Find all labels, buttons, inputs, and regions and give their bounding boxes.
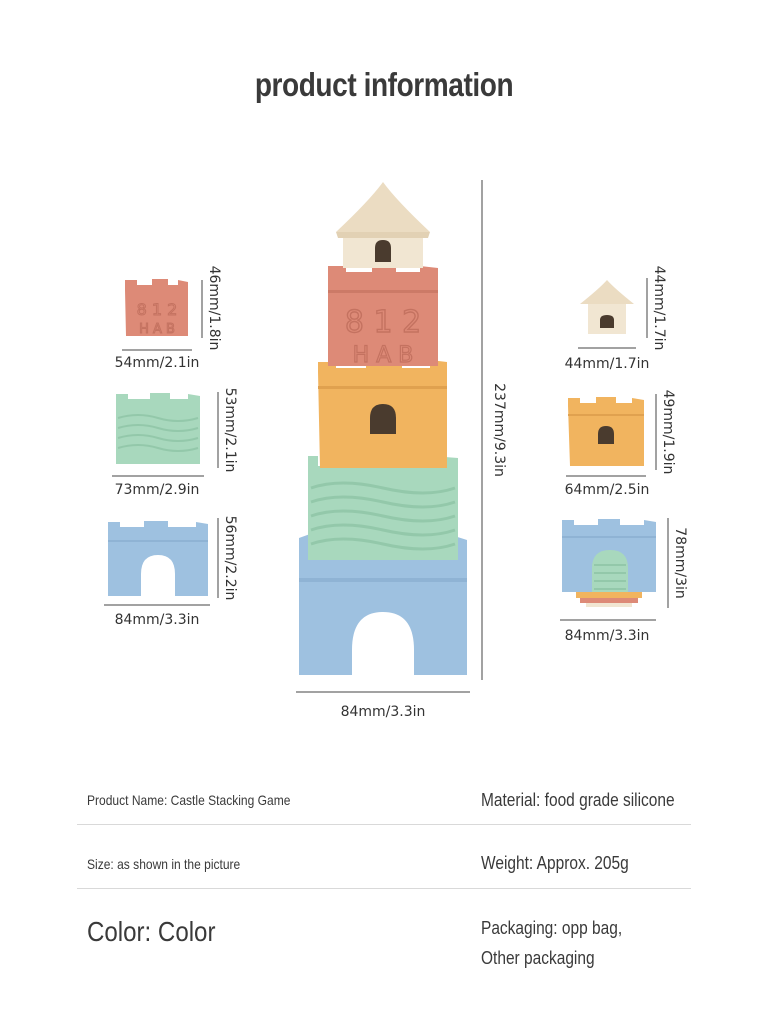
page-title: product information [254,66,514,103]
left-piece-blue [108,521,208,597]
right-piece-2-width: 64mm/2.5in [565,482,650,498]
right-piece-orange [568,397,644,466]
left-piece-1-width: 54mm/2.1in [115,355,200,371]
right-piece-1-height: 44mm/1.7in [651,266,667,351]
info-row-1 [77,780,691,825]
size: Size: as shown in the picture [87,856,241,872]
right-piece-cream [580,280,634,334]
left-piece-digits: 8 1 2 [137,300,178,319]
right-piece-1-width: 44mm/1.7in [565,356,650,372]
left-piece-1-height: 46mm/1.8in [206,266,222,351]
left-piece-terracotta: 8 1 2 H A B [125,279,188,338]
left-piece-letters: H A B [139,322,175,337]
tower-width-label: 84mm/3.3in [341,704,426,720]
weight: Weight: Approx. 205g [481,853,629,873]
left-piece-3-width: 84mm/3.3in [115,612,200,628]
right-piece-3-height: 78mm/3in [672,527,688,598]
right-piece-blue [562,519,656,607]
color: Color: Color [87,916,216,947]
product-name: Product Name: Castle Stacking Game [87,792,291,808]
material: Material: food grade silicone [481,790,675,810]
tower-terracotta-cup: 8 1 2 H A B [328,264,438,369]
tower-orange-cup [318,360,447,468]
right-piece-3-width: 84mm/3.3in [565,628,650,644]
packaging-line-2: Other packaging [481,948,595,968]
product-illustration: 8 1 2 H A B 237mm/9.3in 84mm/3.3in 8 1 2… [104,180,688,720]
tower-digits: 8 1 2 [345,305,421,340]
left-piece-green [116,393,200,464]
left-piece-2-height: 53mm/2.1in [222,388,238,473]
tower-green-cup [308,456,458,560]
tower-blue-cup [299,534,467,676]
right-piece-2-height: 49mm/1.9in [660,390,676,475]
left-piece-2-width: 73mm/2.9in [115,482,200,498]
info-row-2 [77,844,691,889]
tower-height-label: 237mm/9.3in [491,383,507,477]
tower-letters: H A B [353,343,414,368]
packaging-line-1: Packaging: opp bag, [481,918,623,938]
stacked-tower: 8 1 2 H A B [299,182,467,676]
tower-cream-roof [336,182,430,268]
left-piece-3-height: 56mm/2.2in [222,516,238,601]
